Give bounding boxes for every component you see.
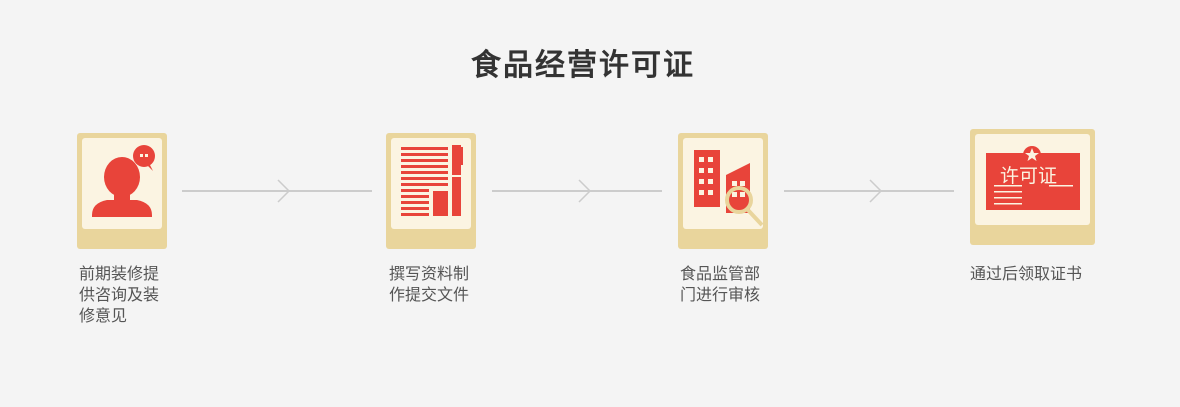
step-4-card: 许可证 bbox=[970, 129, 1095, 245]
arrow-right-icon bbox=[784, 179, 954, 203]
arrow-right-icon bbox=[182, 179, 372, 203]
arrow-right-icon bbox=[492, 179, 662, 203]
step-1-card bbox=[77, 133, 167, 249]
license-certificate-icon bbox=[986, 146, 1080, 210]
step-3-card bbox=[678, 133, 768, 249]
step-3-label: 食品监管部 门进行审核 bbox=[680, 264, 761, 304]
step-1-label: 前期装修提 供咨询及装 修意见 bbox=[79, 264, 160, 325]
step-2-label: 撰写资料制 作提交文件 bbox=[389, 264, 470, 304]
building-magnifier-icon bbox=[694, 150, 764, 227]
document-pen-icon bbox=[401, 145, 463, 216]
step-4-label: 通过后领取证书 bbox=[970, 264, 1083, 283]
page-title: 食品经营许可证 bbox=[471, 48, 695, 83]
consultant-person-icon bbox=[92, 145, 155, 217]
step-2-card bbox=[386, 133, 476, 249]
certificate-text: 许可证 bbox=[1000, 165, 1058, 187]
